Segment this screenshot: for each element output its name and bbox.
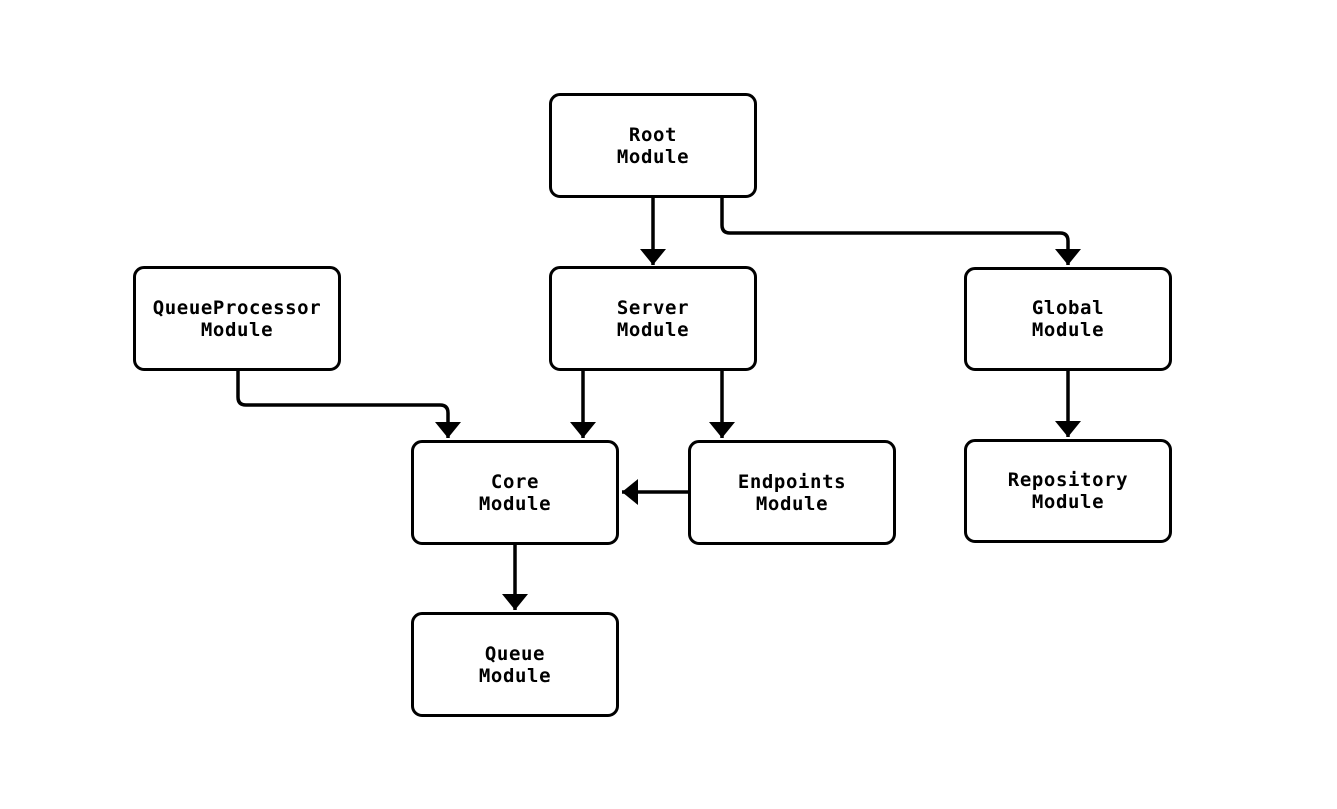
node-label-line2: Module — [616, 318, 690, 341]
node-queue-module: Queue Module — [411, 612, 619, 717]
node-label-line2: Module — [1031, 491, 1105, 513]
node-label-line2: Module — [616, 145, 690, 168]
node-core-module: Core Module — [411, 440, 619, 545]
node-label-line2: Module — [1031, 319, 1105, 341]
node-label-line1: Server — [616, 296, 690, 319]
node-label-line1: Endpoints — [737, 470, 847, 493]
node-label-line2: Module — [478, 492, 552, 515]
edge-root-to-global — [720, 198, 1081, 265]
node-endpoints-module: Endpoints Module — [688, 440, 896, 545]
node-root-module: Root Module — [549, 93, 757, 198]
node-queueprocessor-module: QueueProcessor Module — [133, 266, 341, 371]
node-label-line1: Queue — [484, 642, 546, 665]
node-server-module: Server Module — [549, 266, 757, 371]
node-label-line2: Module — [478, 664, 552, 687]
node-repository-module: Repository Module — [964, 439, 1172, 543]
node-label-line1: Repository — [1007, 469, 1129, 491]
node-global-module: Global Module — [964, 267, 1172, 371]
node-label-line1: Core — [490, 470, 540, 493]
edge-queueprocessor-to-core — [236, 371, 461, 438]
node-label-line1: Root — [628, 123, 678, 146]
node-label-line2: Module — [200, 318, 274, 341]
node-label-line1: Global — [1031, 297, 1105, 319]
node-label-line1: QueueProcessor — [152, 296, 322, 319]
node-label-line2: Module — [755, 492, 829, 515]
